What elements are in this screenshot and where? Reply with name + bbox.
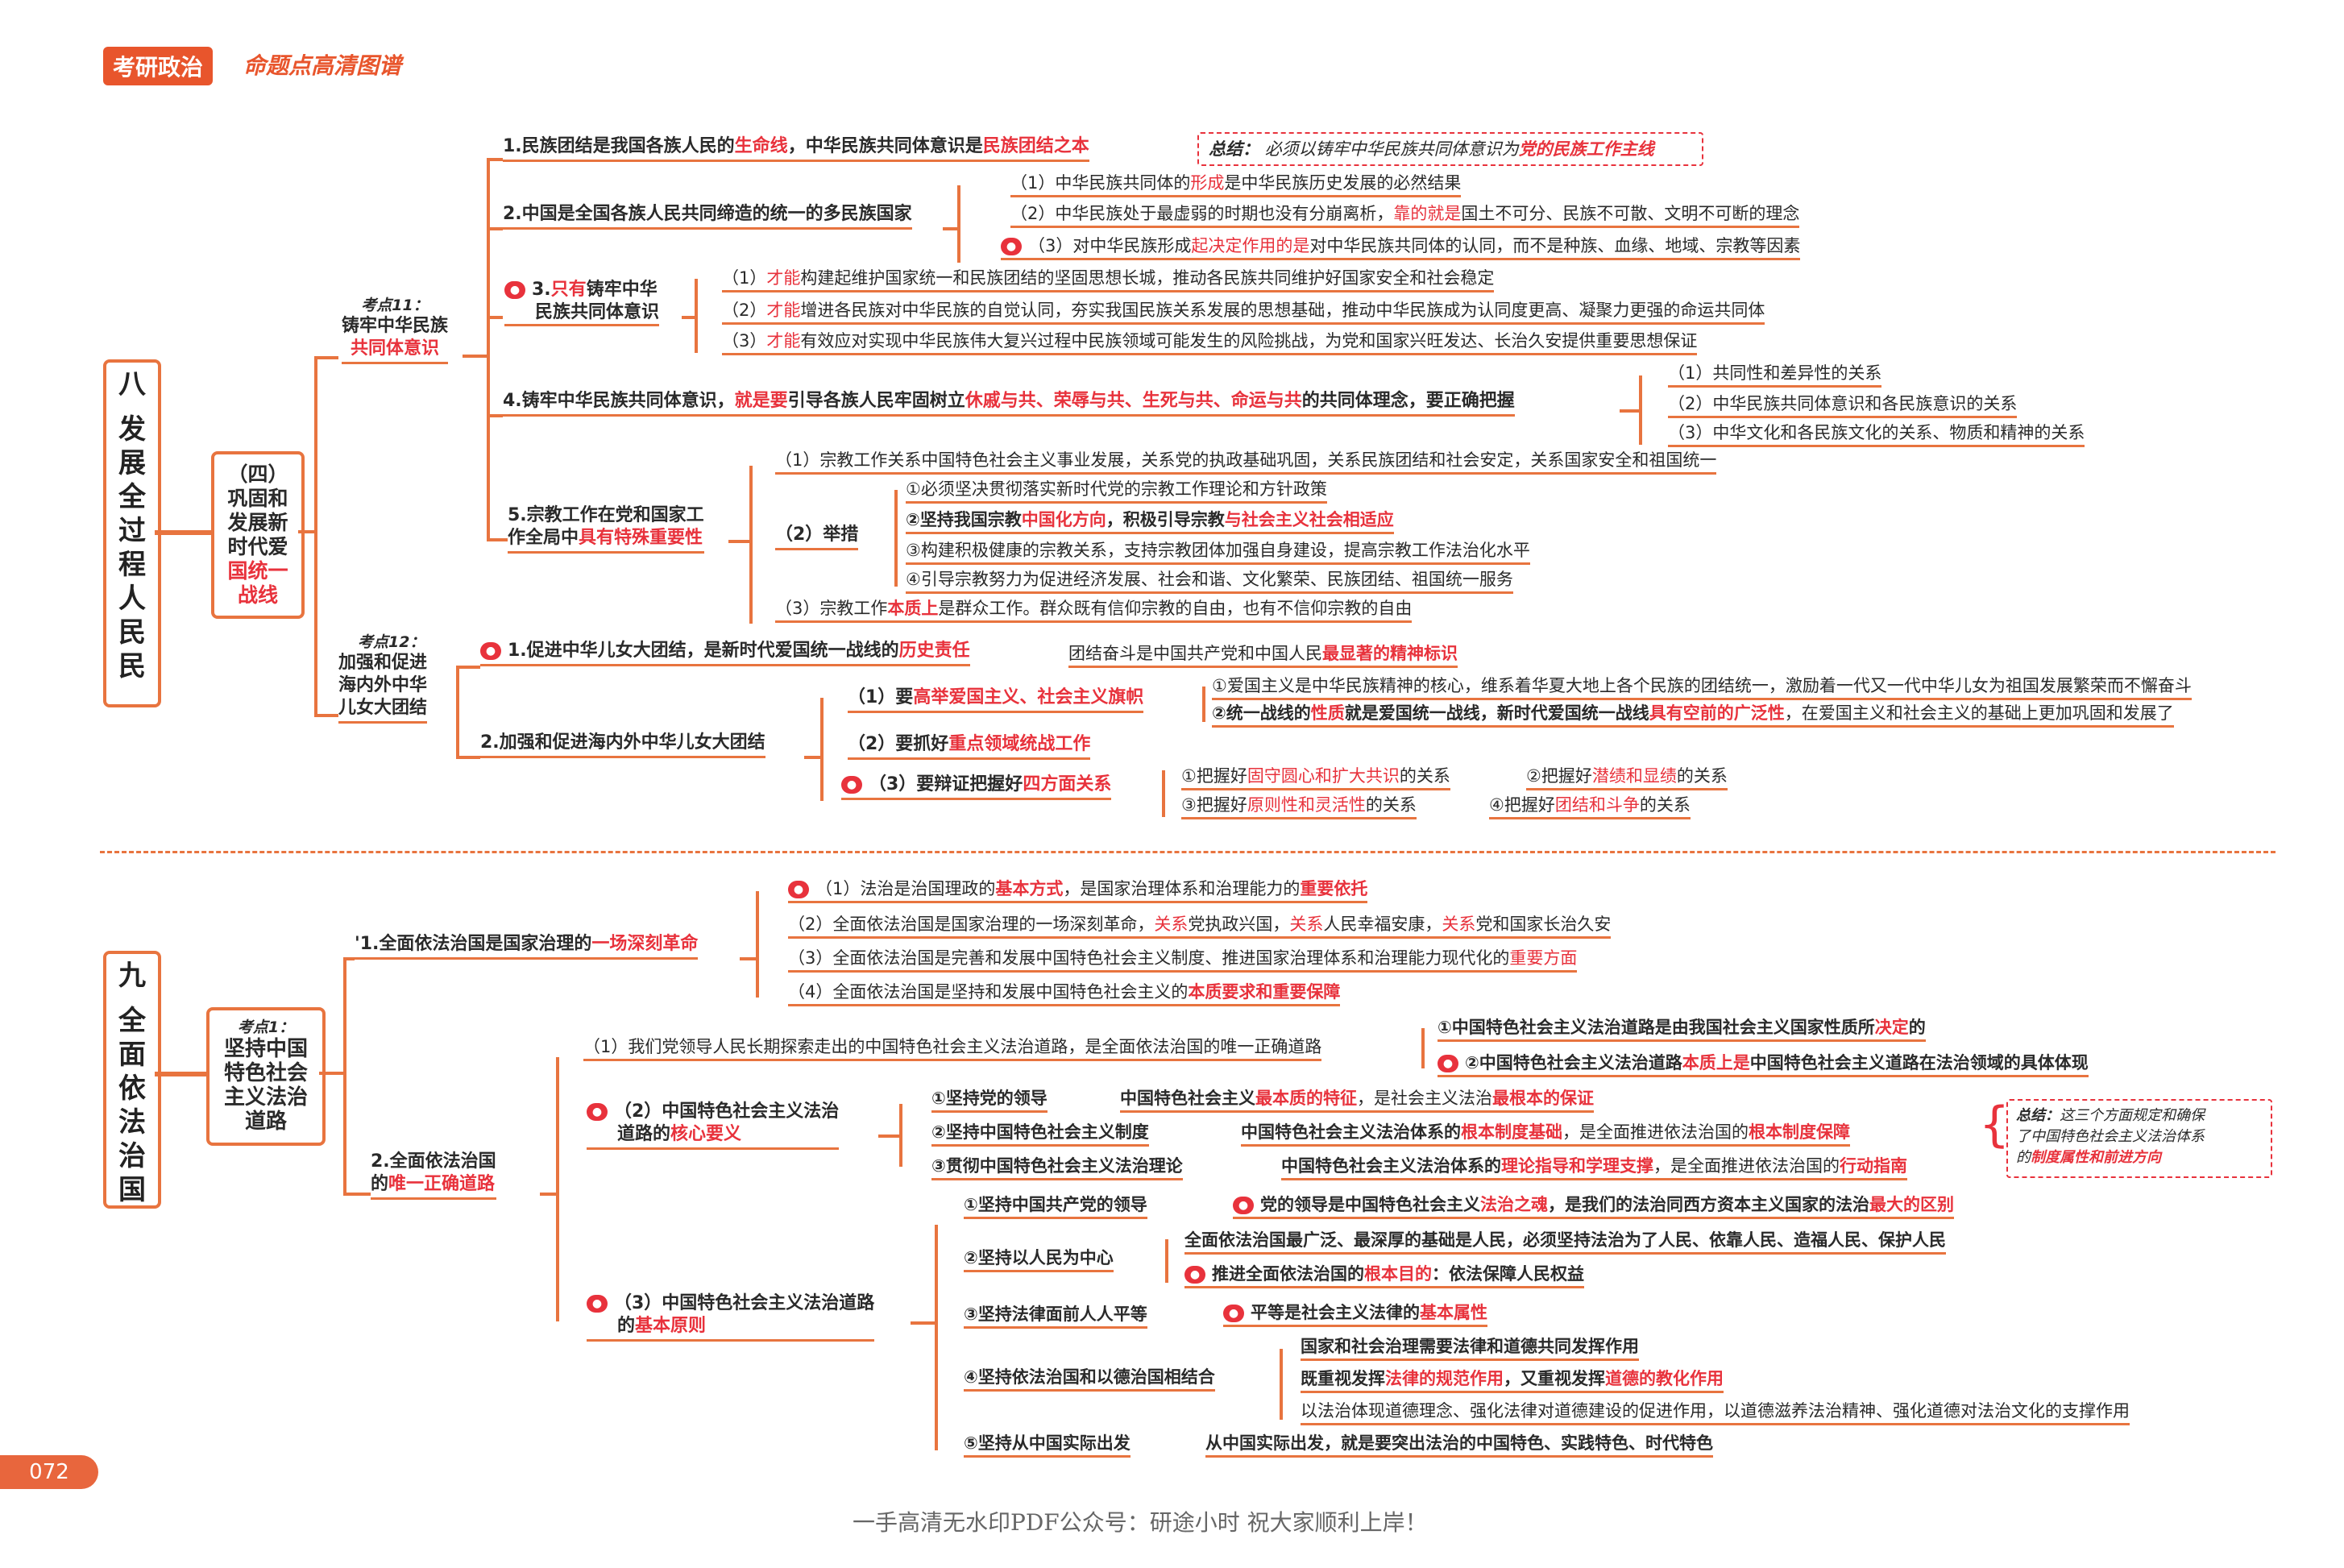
node-8-3-3: （3）才能有效应对实现中华民族伟大复兴过程中民族领域可能发生的风险挑战，为党和国… [722,330,1698,355]
node-9-1-2: （2）全面依法治国是国家治理的一场深刻革命，关系党执政兴国，关系人民幸福安康，关… [788,914,1612,939]
node-8-5-2-4: ④引导宗教努力为促进经济发展、社会和谐、文化繁荣、民族团结、祖国统一服务 [906,569,1513,594]
node-8-5: 5.宗教工作在党和国家工 作全局中具有特殊重要性 [508,504,704,554]
page-number: 072 [0,1455,98,1489]
node-8-c2: 2.加强和促进海内外中华儿女大团结 [480,732,765,758]
principle-4-desc-3: 以法治体现道德理念、强化法律对道德建设的促进作用，以道德滋养法治精神、强化道德对… [1301,1400,2130,1425]
relation-2: ②把握好潜绩和显绩的关系 [1526,765,1728,790]
exam-point-icon: ● [1184,1266,1205,1284]
exam-point-icon: ● [587,1103,608,1121]
core-2: ②坚持中国特色社会主义制度 [931,1122,1149,1147]
node-8-3-2: （2）才能增进各民族对中华民族的自觉认同，夯实我国民族关系发展的思想基础，推动中… [722,300,1765,325]
node-8-5-3: （3）宗教工作本质上是群众工作。群众既有信仰宗教的自由，也有不信仰宗教的自由 [775,598,1413,623]
node-9-2: 2.全面依法治国 的唯一正确道路 [371,1151,496,1200]
exam-point-icon: ● [841,776,862,794]
node-9-1-4: （4）全面依法治国是坚持和发展中国特色社会主义的本质要求和重要保障 [788,981,1341,1006]
section-divider [100,851,2276,853]
node-8-4-3: （3）中华文化和各民族文化的关系、物质和精神的关系 [1668,422,2085,447]
node-9-1-1: ●（1）法治是治国理政的基本方式，是国家治理体系和治理能力的重要依托 [788,878,1368,903]
chapter-9-title: 九 全面依 法治国 [103,951,161,1209]
principle-3: ③坚持法律面前人人平等 [964,1304,1147,1329]
chapter-8-title: 八 发展全 过程人 民民 [103,359,161,707]
exam-point-icon: ● [1001,238,1022,255]
summary-box-1: 总结： 必须以铸牢中华民族共同体意识为党的民族工作主线 [1197,132,1703,166]
footer-text: 一手高清无水印PDF公众号：研途小时 祝大家顺利上岸！ [853,1509,1428,1536]
core-1-desc: 中国特色社会主义最本质的特征，是社会主义法治最根本的保证 [1120,1088,1594,1113]
principle-2-desc-2: ●推进全面依法治国的根本目的：依法保障人民权益 [1184,1263,1584,1288]
principle-3-desc: ●平等是社会主义法律的基本属性 [1223,1302,1487,1327]
node-8-1: 1.民族团结是我国各族人民的生命线，中华民族共同体意识是民族团结之本 [503,135,1089,162]
summary-bracket: { [1979,1097,2010,1153]
section-4-box: （四）巩固和发展新 时代爱国统一战线 [211,451,305,619]
node-8-c1-note: 团结奋斗是中国共产党和中国人民最显著的精神标识 [1068,643,1458,668]
exam-point-11: 考点11： 铸牢中华民族 共同体意识 [342,293,449,364]
relation-4: ④把握好团结和斗争的关系 [1489,794,1691,819]
node-8-c2-1: （1）要高举爱国主义、社会主义旗帜 [848,687,1144,713]
node-9-2-2: ●（2）中国特色社会主义法治 道路的核心要义 [587,1101,840,1150]
core-1: ①坚持党的领导 [931,1088,1048,1113]
exam-point-icon: ● [504,281,525,299]
core-3-desc: 中国特色社会主义法治体系的理论指导和学理支撑，是全面推进依法治国的行动指南 [1281,1155,1907,1180]
node-8-2-1: （1）中华民族共同体的形成是中华民族历史发展的必然结果 [1010,172,1462,197]
exam-point-icon: ● [587,1295,608,1313]
principle-2-desc-1: 全面依法治国最广泛、最深厚的基础是人民，必须坚持法治为了人民、依靠人民、造福人民… [1184,1230,1946,1255]
node-8-5-1: （1）宗教工作关系中国特色社会主义事业发展，关系党的执政基础巩固，关系民族团结和… [775,450,1717,475]
core-3: ③贯彻中国特色社会主义法治理论 [931,1155,1183,1180]
node-8-c2-1-1: ①爱国主义是中华民族精神的核心，维系着华夏大地上各个民族的团结统一，激励着一代又… [1212,675,2192,700]
principle-4-desc-1: 国家和社会治理需要法律和道德共同发挥作用 [1301,1336,1639,1361]
node-9-1: '1.全面依法治国是国家治理的一场深刻革命 [355,933,699,960]
exam-point-icon: ● [1438,1055,1458,1072]
node-8-5-2-2: ②坚持我国宗教中国化方向，积极引导宗教与社会主义社会相适应 [906,509,1394,534]
exam-point-1-box: 考点1： 坚持中国特色社会主义法治道路 [206,1007,326,1146]
node-8-4-2: （2）中华民族共同体意识和各民族意识的关系 [1668,393,2018,418]
node-8-c2-1-2: ②统一战线的性质就是爱国统一战线，新时代爱国统一战线具有空前的广泛性，在爱国主义… [1212,703,2174,728]
node-9-1-3: （3）全面依法治国是完善和发展中国特色社会主义制度、推进国家治理体系和治理能力现… [788,948,1578,973]
core-2-desc: 中国特色社会主义法治体系的根本制度基础，是全面推进依法治国的根本制度保障 [1241,1122,1850,1147]
node-8-5-2-1: ①必须坚决贯彻落实新时代党的宗教工作理论和方针政策 [906,479,1327,504]
node-8-c2-3: ●（3）要辩证把握好四方面关系 [841,774,1112,800]
node-9-2-1-2: ●②中国特色社会主义法治道路本质上是中国特色社会主义道路在法治领域的具体体现 [1438,1052,2089,1077]
header-subtitle: 命题点高清图谱 [243,52,402,79]
exam-point-icon: ● [788,881,809,898]
node-8-c1: ●1.促进中华儿女大团结，是新时代爱国统一战线的历史责任 [480,640,970,666]
node-8-c2-2: （2）要抓好重点领域统战工作 [848,733,1091,760]
principle-1: ①坚持中国共产党的领导 [964,1194,1147,1219]
exam-point-icon: ● [1223,1305,1244,1322]
principle-5: ⑤坚持从中国实际出发 [964,1433,1131,1458]
node-8-3-1: （1）才能构建起维护国家统一和民族团结的坚固思想长城，推动各民族共同维护好国家安… [722,268,1495,292]
principle-4: ④坚持依法治国和以德治国相结合 [964,1367,1215,1392]
relation-3: ③把握好原则性和灵活性的关系 [1181,794,1417,819]
principle-5-desc: 从中国实际出发，就是要突出法治的中国特色、实践特色、时代特色 [1205,1433,1713,1458]
exam-point-icon: ● [1233,1197,1254,1214]
node-8-2-3: ●（3）对中华民族形成起决定作用的是对中华民族共同体的认同，而不是种族、血缘、地… [1001,235,1801,260]
principle-1-desc: ●党的领导是中国特色社会主义法治之魂，是我们的法治同西方资本主义国家的法治最大的… [1233,1194,1954,1219]
node-8-4: 4.铸牢中华民族共同体意识，就是要引导各族人民牢固树立休戚与共、荣辱与共、生死与… [503,390,1515,417]
node-8-5-2: （2）举措 [775,524,859,550]
node-8-5-2-3: ③构建积极健康的宗教关系，支持宗教团体加强自身建设，提高宗教工作法治化水平 [906,540,1530,565]
principle-4-desc-2: 既重视发挥法律的规范作用，又重视发挥道德的教化作用 [1301,1368,1724,1393]
summary-box-2: 总结：这三个方面规定和确保 了中国特色社会主义法治体系 的制度属性和前进方向 [2006,1099,2272,1178]
relation-1: ①把握好固守圆心和扩大共识的关系 [1181,765,1450,790]
node-8-2-2: （2）中华民族处于最虚弱的时期也没有分崩离析，靠的就是国土不可分、民族不可散、文… [1010,203,1800,228]
node-9-2-1: （1）我们党领导人民长期探索走出的中国特色社会主义法治道路，是全面依法治国的唯一… [583,1036,1322,1061]
node-9-2-3: ●（3）中国特色社会主义法治道路 的基本原则 [587,1292,875,1342]
principle-2: ②坚持以人民为中心 [964,1247,1114,1272]
node-9-2-1-1: ①中国特色社会主义法治道路是由我国社会主义国家性质所决定的 [1438,1017,1926,1042]
node-8-2: 2.中国是全国各族人民共同缔造的统一的多民族国家 [503,203,912,230]
header-tag: 考研政治 [103,47,214,85]
exam-point-12: 考点12： 加强和促进 海内外中华 儿女大团结 [338,630,428,724]
node-8-4-1: （1）共同性和差异性的关系 [1668,363,1882,388]
node-8-3: ●3.只有铸牢中华民族共同体意识 [504,279,660,326]
exam-point-icon: ● [480,642,501,660]
